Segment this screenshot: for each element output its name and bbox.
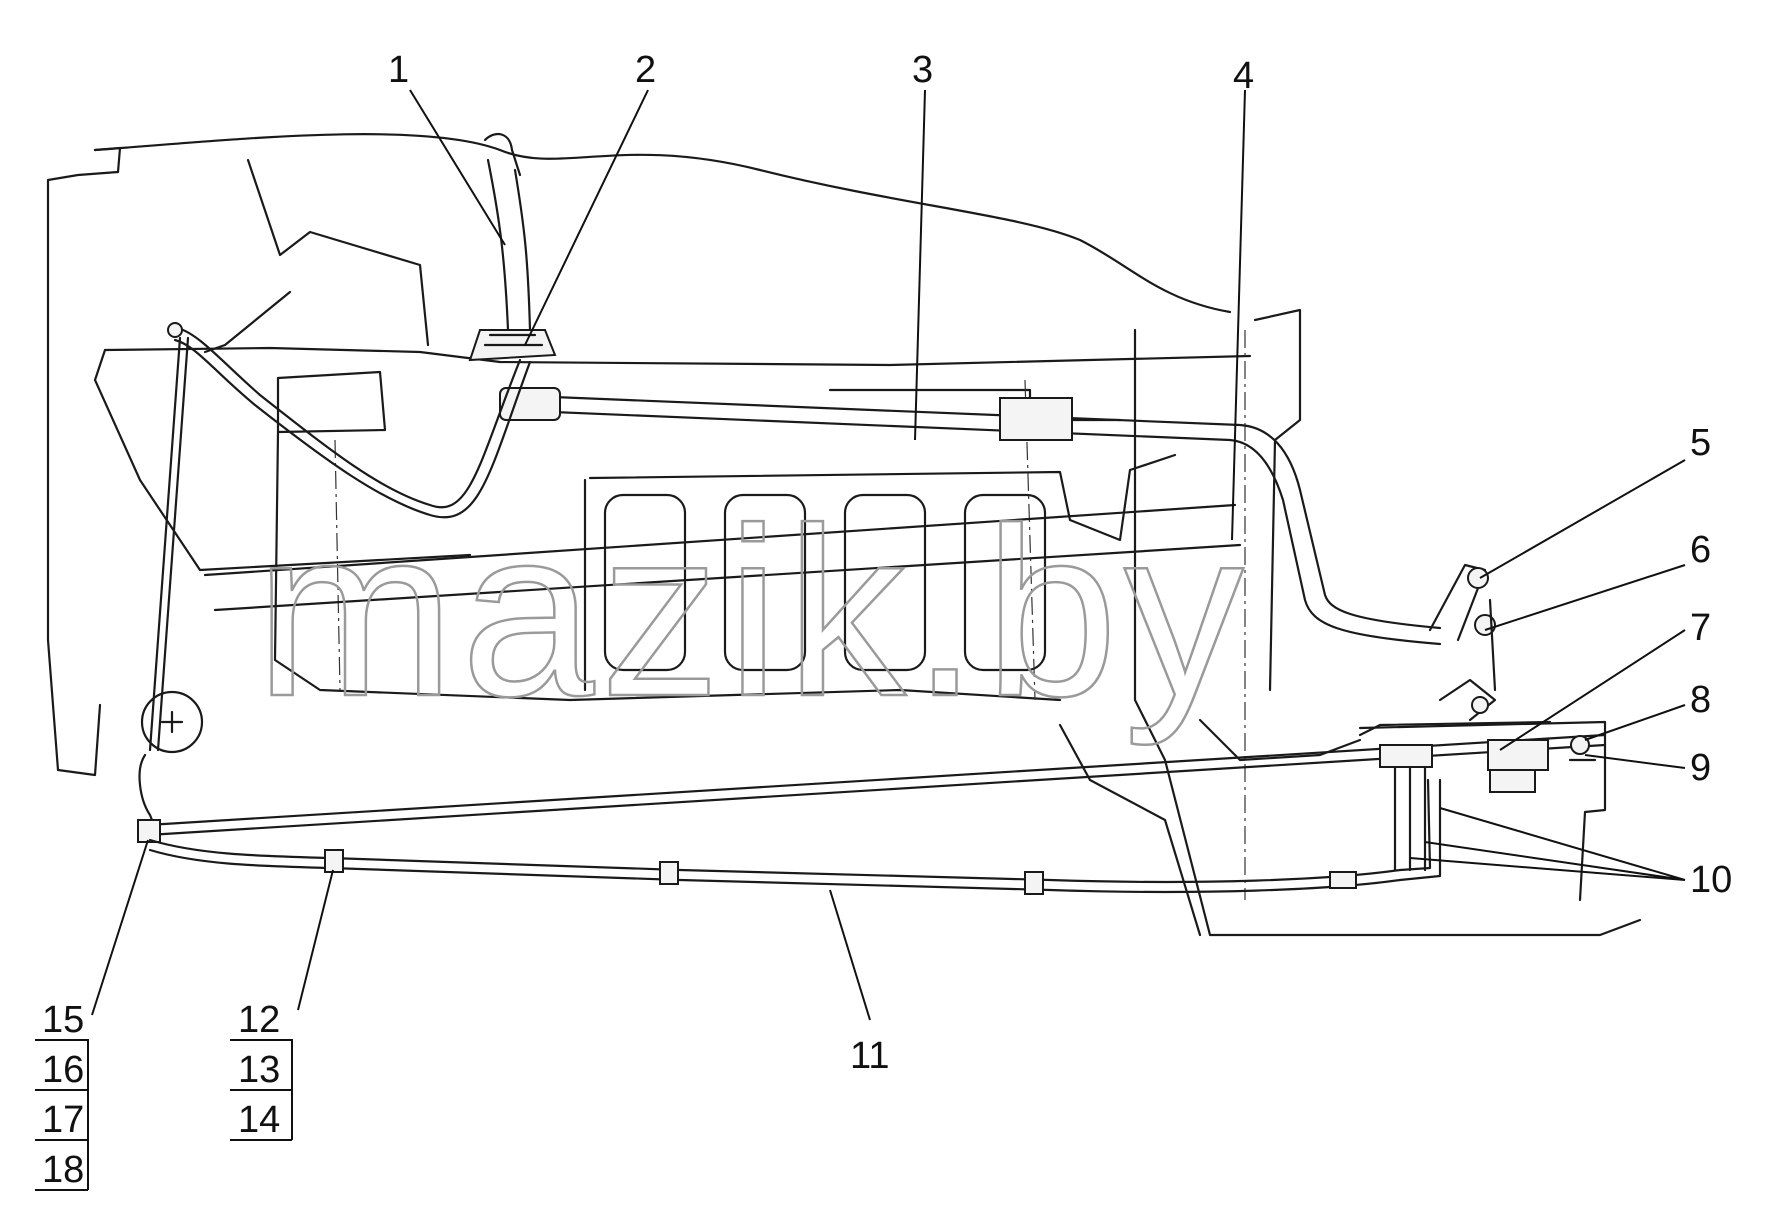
- lever-pivot-5: [1467, 567, 1489, 589]
- callout-5: 5: [1690, 422, 1711, 464]
- label-box-15-18: [35, 1039, 89, 1191]
- callout-4: 4: [1233, 55, 1254, 97]
- rod-clamp-12: [324, 849, 344, 873]
- label-box-12-14: [230, 1039, 293, 1141]
- callout-15: 15: [42, 999, 84, 1041]
- frame-rails: [146, 503, 1607, 902]
- callout-2: 2: [635, 49, 656, 91]
- callout-1: 1: [388, 49, 409, 91]
- callout-labels: 1 2 3 4 5 6 7 8 9 10 11 12 13 14 15 16 1…: [42, 49, 1732, 1191]
- callout-9: 9: [1690, 747, 1711, 789]
- rod-coupling: [499, 387, 561, 421]
- callout-18: 18: [42, 1149, 84, 1191]
- rod-end-fitting: [1329, 871, 1357, 889]
- shift-lever: [468, 132, 557, 362]
- callout-13: 13: [238, 1049, 280, 1091]
- rod-bearing-block: [999, 397, 1073, 441]
- valve-block: [1379, 744, 1433, 768]
- callout-17: 17: [42, 1099, 84, 1141]
- callout-8: 8: [1690, 679, 1711, 721]
- left-bellcrank: [137, 336, 204, 843]
- upper-shift-rod: [499, 387, 1442, 646]
- callout-10: 10: [1690, 859, 1732, 901]
- cab-outline: [46, 133, 1252, 777]
- rod-clamp-mid: [659, 861, 679, 885]
- callout-16: 16: [42, 1049, 84, 1091]
- lever-cable: [167, 322, 532, 519]
- callout-7: 7: [1690, 607, 1711, 649]
- callout-14: 14: [238, 1099, 280, 1141]
- fastener-8: [1570, 735, 1590, 755]
- watermark: mazik.by: [255, 478, 1250, 746]
- callout-11: 11: [850, 1035, 889, 1077]
- lower-shift-rod: [148, 778, 1442, 895]
- cable-end-joint: [167, 322, 183, 338]
- leader-lines: [91, 89, 1686, 1021]
- bellcrank-joint: [137, 819, 161, 843]
- callout-12: 12: [238, 999, 280, 1041]
- right-linkage: [1358, 563, 1597, 872]
- switch-7: [1487, 739, 1549, 771]
- lever-pivot-6: [1474, 614, 1496, 636]
- callout-6: 6: [1690, 529, 1711, 571]
- rod-clamp-right: [1024, 871, 1044, 895]
- callout-3: 3: [912, 49, 933, 91]
- gearbox-housing: [273, 308, 1642, 937]
